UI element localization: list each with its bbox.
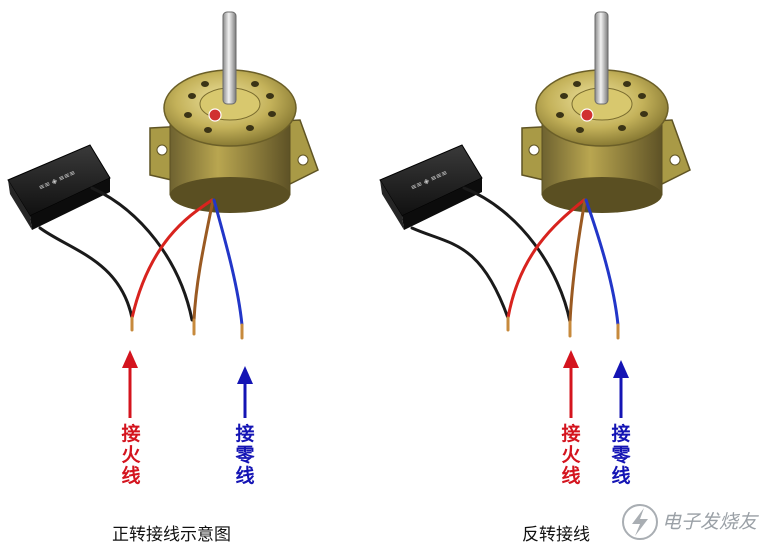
neutral-arrow-forward <box>237 366 253 418</box>
blue-wire <box>584 198 620 327</box>
black-wire-1 <box>410 226 510 320</box>
watermark-text: 电子发烧友 <box>662 511 758 533</box>
capacitor-forward: ≡≡ ◈ ≡≡≡ <box>7 144 111 230</box>
black-wire-1 <box>38 226 134 320</box>
motor-shaft <box>594 11 609 105</box>
red-wire <box>130 198 214 320</box>
capacitor-reverse: ≡≡ ◈ ≡≡≡ <box>379 144 483 230</box>
live-label-forward: 接 火 线 <box>121 423 141 487</box>
live-label-reverse: 接 火 线 <box>561 423 581 487</box>
wires-reverse <box>410 186 620 340</box>
live-arrow-forward <box>122 350 138 418</box>
motor-forward <box>149 11 319 213</box>
caption-reverse: 反转接线 <box>522 525 590 545</box>
live-arrow-reverse <box>563 350 579 418</box>
lightning-logo-icon <box>622 504 658 540</box>
motor-shaft <box>222 11 237 105</box>
wires-forward <box>38 186 244 340</box>
brown-wire <box>192 198 215 322</box>
red-wire <box>506 198 586 320</box>
blue-wire <box>212 198 244 327</box>
neutral-arrow-reverse <box>613 360 629 418</box>
black-wire-2 <box>90 186 194 322</box>
caption-forward: 正转接线示意图 <box>112 525 231 545</box>
brown-wire <box>568 198 587 324</box>
neutral-label-forward: 接 零 线 <box>235 423 255 487</box>
motor-reverse <box>521 11 691 213</box>
black-wire-2 <box>462 186 572 324</box>
neutral-label-reverse: 接 零 线 <box>611 423 631 487</box>
